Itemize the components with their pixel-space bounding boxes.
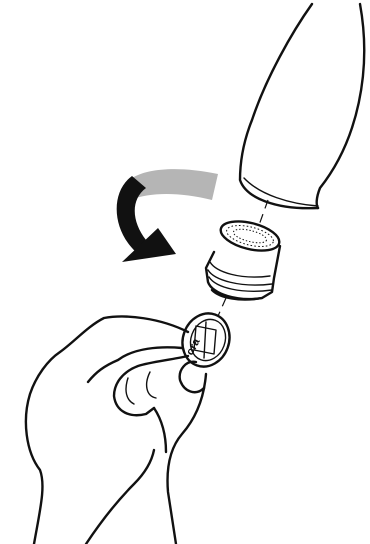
arrow-tail xyxy=(130,169,218,200)
arrow-body xyxy=(117,176,146,252)
hand xyxy=(26,317,206,544)
aerator xyxy=(206,216,282,299)
rotation-arrow xyxy=(117,169,218,262)
center-axis xyxy=(210,200,268,334)
aerator-key: ora xyxy=(175,307,237,373)
faucet-spout xyxy=(240,4,364,208)
